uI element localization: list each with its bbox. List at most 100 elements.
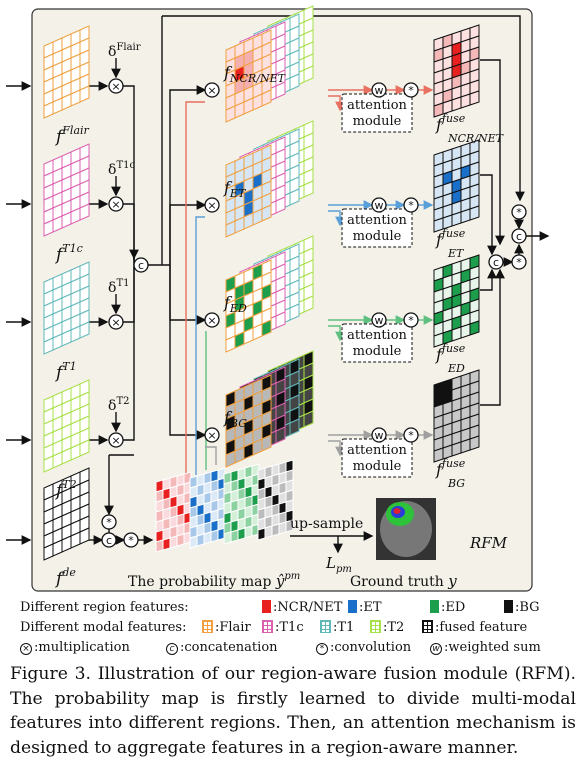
grid-cell bbox=[451, 326, 462, 342]
attention-label: attention bbox=[347, 328, 407, 343]
fused-feature-label: ffuse bbox=[435, 227, 466, 249]
connector-line bbox=[480, 268, 497, 291]
connector-line bbox=[185, 101, 205, 480]
fused-feature-0 bbox=[433, 24, 480, 118]
attention-label: attention bbox=[347, 98, 407, 113]
modal-feature-t2 bbox=[43, 379, 90, 473]
conv-node-circle bbox=[123, 532, 139, 548]
grid-cell bbox=[244, 525, 253, 539]
region-feature-label: fNCR/NET bbox=[223, 63, 287, 85]
weighted-sum-node-circle bbox=[371, 82, 387, 98]
attention-label: module bbox=[353, 459, 402, 474]
grid-cell bbox=[469, 320, 480, 336]
legend-modal-t1c: :T1c bbox=[262, 618, 304, 638]
modal-label: fT1 bbox=[54, 360, 77, 383]
multiply-node-circle bbox=[204, 312, 220, 328]
delta-label: δFlair bbox=[108, 42, 141, 60]
weighted-sum-node-symbol: w bbox=[375, 429, 384, 442]
mult-icon: × bbox=[20, 643, 32, 655]
upsample-label: up-sample bbox=[290, 516, 363, 532]
conv-node-circle bbox=[101, 514, 117, 530]
conv-node-symbol: * bbox=[408, 314, 414, 327]
grid-cell bbox=[303, 295, 314, 313]
connector-line bbox=[328, 440, 345, 457]
conv-node-symbol: * bbox=[408, 84, 414, 97]
wsum-icon: w bbox=[430, 643, 442, 655]
loss-label: Lpm bbox=[325, 554, 352, 575]
region-modal-stack bbox=[225, 29, 272, 123]
legend-modal-swatch bbox=[422, 620, 433, 633]
grid-cell bbox=[196, 533, 205, 547]
conv-node-circle bbox=[511, 204, 527, 220]
multiply-node-symbol: × bbox=[207, 429, 216, 442]
weighted-sum-node-symbol: w bbox=[375, 199, 384, 212]
probability-map-slice bbox=[155, 471, 192, 553]
figure-caption: Figure 3. Illustration of our region-awa… bbox=[10, 664, 576, 758]
legend-region-ncr: :NCR/NET bbox=[262, 598, 342, 618]
grid-cell bbox=[289, 418, 300, 436]
grid-cell bbox=[460, 208, 471, 224]
grid-cell bbox=[79, 321, 90, 339]
grid-cell bbox=[289, 73, 300, 91]
legend-modal-t1: :T1 bbox=[320, 618, 354, 638]
fused-feature-label: ffuse bbox=[435, 112, 466, 134]
delta-label: δT1 bbox=[108, 278, 129, 296]
fused-feature-sub: BG bbox=[447, 477, 465, 490]
grid-cell bbox=[203, 531, 212, 545]
concat-node-circle bbox=[488, 254, 504, 270]
multiply-node-circle bbox=[108, 196, 124, 212]
conv-node-symbol: * bbox=[408, 429, 414, 442]
concat-node-symbol: c bbox=[138, 259, 144, 272]
connector-line bbox=[480, 59, 505, 246]
weighted-sum-node-circle bbox=[371, 427, 387, 443]
multiply-node-symbol: × bbox=[111, 80, 120, 93]
grid-cell bbox=[79, 203, 90, 221]
decoder-label: fde bbox=[54, 566, 76, 589]
connector-line bbox=[480, 268, 505, 406]
grid-cell bbox=[79, 85, 90, 103]
conv-node-symbol: * bbox=[408, 199, 414, 212]
legend-region-swatch bbox=[262, 600, 271, 613]
multiply-node-symbol: × bbox=[207, 314, 216, 327]
probability-map-slice bbox=[257, 459, 294, 541]
conv-node-circle bbox=[511, 254, 527, 270]
modal-label: fFlair bbox=[54, 124, 90, 147]
multiply-node-symbol: × bbox=[207, 199, 216, 212]
grid-cell bbox=[261, 89, 272, 107]
concat-node-symbol: c bbox=[493, 256, 499, 269]
grid-cell bbox=[169, 535, 178, 549]
weighted-sum-node-symbol: w bbox=[375, 314, 384, 327]
connector-line bbox=[328, 210, 345, 227]
grid-cell bbox=[275, 196, 286, 214]
modal-label: fT1c bbox=[54, 242, 83, 265]
grid-cell bbox=[271, 523, 280, 537]
grid-cell bbox=[264, 525, 273, 539]
grid-cell bbox=[460, 438, 471, 454]
grid-cell bbox=[223, 531, 232, 545]
grid-cell bbox=[79, 439, 90, 457]
conv-node-circle bbox=[403, 82, 419, 98]
conv-node-symbol: * bbox=[106, 516, 112, 529]
fused-feature-1 bbox=[433, 139, 480, 233]
legend-op-wsum: w:weighted sum bbox=[430, 638, 541, 658]
weighted-sum-node-circle bbox=[371, 197, 387, 213]
ncr-region bbox=[393, 508, 401, 514]
fused-feature-label: ffuse bbox=[435, 342, 466, 364]
legend-modal-t2: :T2 bbox=[370, 618, 404, 638]
modal-feature-t1c bbox=[43, 143, 90, 237]
delta-label: δT1c bbox=[108, 160, 135, 178]
grid-cell bbox=[237, 527, 246, 541]
multiply-node-symbol: × bbox=[111, 434, 120, 447]
connector-line bbox=[169, 200, 207, 265]
connector-line bbox=[480, 174, 497, 256]
prob-map-label: The probability map ŷpm bbox=[128, 571, 300, 590]
rfm-label: RFM bbox=[469, 534, 508, 552]
grid-cell bbox=[285, 519, 294, 533]
grid-cell bbox=[155, 539, 164, 553]
modal-label: fT2 bbox=[54, 478, 77, 501]
grid-cell bbox=[275, 81, 286, 99]
connector-line bbox=[205, 446, 217, 465]
probability-map-slice bbox=[223, 463, 260, 545]
modal-feature-flair bbox=[43, 25, 90, 119]
delta-label: δT2 bbox=[108, 396, 129, 414]
